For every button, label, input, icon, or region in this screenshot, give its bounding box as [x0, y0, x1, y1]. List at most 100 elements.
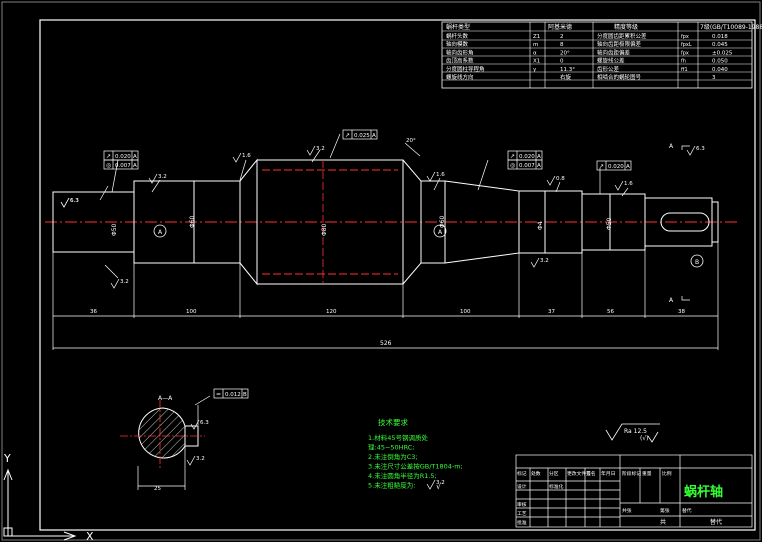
datum-label: A	[669, 143, 674, 150]
roughness-value: 6.3	[696, 146, 705, 152]
title-cell: 批准	[517, 519, 527, 526]
ucs-icon	[3, 468, 77, 541]
length-dimension: 100	[460, 309, 471, 315]
requirement-item: 1.材料45号钢调质处	[368, 433, 428, 442]
param-name: 轴向模数	[446, 40, 469, 48]
tolerance-datum: A	[537, 163, 541, 169]
requirement-item: 5.未注粗糙度为:	[368, 481, 415, 490]
tolerance-symbol: =	[216, 391, 221, 398]
technical-requirements: 技术要求1.材料45号钢调质处理:45~50HRC;2.未注倒角为C3;3.未注…	[368, 417, 649, 491]
diameter-dimension: Φ80	[321, 223, 328, 236]
param-header: 精度等级	[614, 23, 638, 31]
datum-circle-label: A	[158, 229, 163, 236]
diameter-dimension: Φ50	[111, 223, 118, 236]
requirement-item: 理:45~50HRC;	[368, 444, 415, 452]
datum-circle-label: B	[695, 259, 699, 266]
tol-value: 0.040	[712, 67, 728, 73]
roughness-symbol	[306, 145, 316, 156]
roughness-value: 1.6	[624, 181, 633, 187]
tol-value: 0.045	[712, 42, 728, 48]
tolerance-value: 0.007	[115, 163, 131, 169]
param-header: 7级(GB/T10089-1988)	[700, 23, 762, 31]
param-symbol: X1	[533, 59, 540, 65]
roughness-symbol	[530, 257, 540, 268]
param-name: 螺旋线方向	[446, 73, 474, 81]
roughness-symbol	[614, 180, 624, 191]
requirement-item: 4.未注圆角半径为R1.5;	[368, 471, 437, 480]
param-value: 右旋	[560, 73, 572, 81]
tolerance-datum: B	[243, 392, 247, 398]
title-block-text: 蜗杆轴标记处数分区更改文件号签名年月日设计标准化审核工艺批准阶段标记重量比例共张…	[517, 470, 723, 526]
roughness-value: 3.2	[196, 456, 205, 462]
tolerance-symbol: ↗	[106, 153, 111, 160]
title-cell: 设计	[517, 483, 527, 490]
roughness-symbol	[60, 197, 70, 208]
title-cell: 阶段标记	[622, 470, 641, 477]
title-block	[515, 454, 753, 528]
tolerance-value: 0.007	[519, 163, 535, 169]
tolerance-symbol: ↗	[510, 153, 515, 160]
part-name: 蜗杆轴	[684, 484, 723, 500]
param-value: 8	[560, 42, 564, 48]
roughness-symbol	[148, 173, 158, 184]
tol-name: 轴向齿距极限偏差	[597, 40, 642, 48]
title-cell: 签名	[586, 470, 596, 477]
sheet-frame	[39, 19, 756, 531]
roughness-symbol	[186, 455, 196, 466]
tolerance-value: 0.025	[354, 133, 370, 139]
roughness-symbol	[232, 152, 242, 163]
roughness-symbol	[426, 171, 436, 182]
length-dimension: 38	[678, 309, 685, 315]
requirement-item: 2.未注倒角为C3;	[368, 452, 418, 461]
datum-label: A	[669, 297, 674, 304]
tolerance-value: 0.020	[608, 164, 624, 170]
tolerance-datum: A	[133, 154, 137, 160]
tolerance-value: 0.012	[225, 392, 241, 398]
title-cell-sheets: 共	[660, 518, 666, 526]
param-header: 阿基米德	[548, 23, 572, 31]
param-name: 齿顶高系数	[446, 57, 474, 65]
param-value: 2	[560, 34, 564, 40]
tol-name: 轴向齿距偏差	[597, 48, 631, 56]
diameter-dimension: Φ4	[537, 221, 544, 230]
tolerance-symbol: ◎	[106, 162, 111, 169]
roughness-value: 1.6	[242, 153, 251, 159]
tolerance-datum: A	[133, 163, 137, 169]
tol-symbol: fpx	[681, 50, 689, 56]
tolerance-value: 0.020	[519, 154, 535, 160]
ucs-x-label: X	[86, 530, 94, 542]
general-roughness-value: Ra 12.5	[624, 428, 647, 435]
tolerance-value: 0.020	[115, 154, 131, 160]
tolerance-symbol: ◎	[510, 162, 515, 169]
requirement-roughness-mark: √	[436, 482, 442, 491]
length-dimension: 120	[326, 309, 337, 315]
title-cell-replace: 替代	[710, 518, 722, 526]
roughness-symbol	[110, 278, 120, 289]
tol-name: 齿形公差	[597, 65, 620, 73]
title-cell: 第张	[660, 507, 670, 514]
title-cell: 重量	[642, 470, 652, 477]
title-cell: 年月日	[601, 470, 615, 477]
title-cell: 标准化	[549, 483, 564, 490]
param-symbol: α	[533, 50, 537, 56]
section-view-a-a	[120, 395, 211, 490]
roughness-value: 3.2	[316, 146, 325, 152]
param-symbol: γ	[533, 67, 537, 73]
roughness-value: 3.2	[120, 279, 129, 285]
tol-symbol: fpx	[681, 34, 689, 40]
roughness-symbol	[546, 175, 556, 186]
diameter-dimension: Φ60	[439, 215, 446, 228]
general-roughness-suffix: (√)	[640, 435, 649, 442]
param-name: 轴向齿形角	[446, 48, 474, 56]
param-value: 20°	[560, 50, 570, 56]
requirements-title: 技术要求	[378, 417, 408, 427]
param-symbol: m	[533, 42, 538, 48]
drawing-annotations: 6.33.21.63.21.60.81.63.23.26.36.33.23.26…	[60, 138, 705, 492]
param-value: 0	[560, 59, 564, 65]
tol-symbol: fh	[681, 59, 686, 65]
